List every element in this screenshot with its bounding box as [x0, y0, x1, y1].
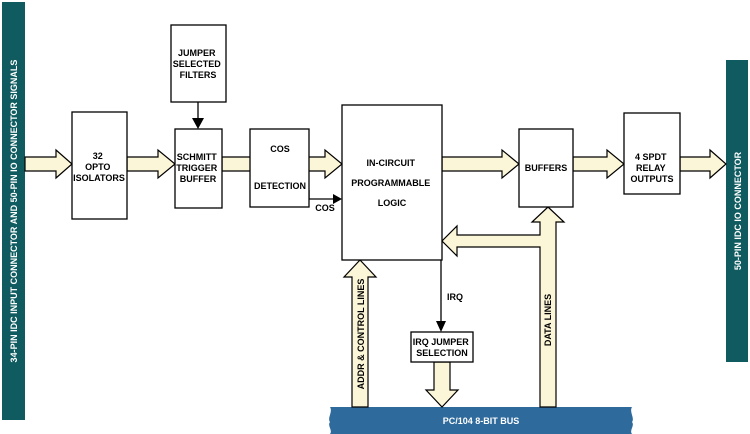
- pc104-bus-label: PC/104 8-BIT BUS: [443, 416, 520, 426]
- arrow-irq-to-bus: [424, 361, 460, 408]
- arrow-buffers-to-relay: [572, 148, 625, 180]
- right-connector-bar: [726, 60, 748, 362]
- svg-text:JUMPER SELECTED FILTER: JUMPER SELECTED FILTERS: [173, 48, 224, 80]
- data-lines-label: DATA LINES: [543, 294, 553, 346]
- relay-outputs-block: [623, 112, 681, 195]
- irq-jumper-line-1: IRQ JUMPER: [413, 337, 470, 347]
- arrowhead-cos-to-cpld: [333, 194, 342, 204]
- cpld-line-1: IN-CIRCUIT: [366, 158, 415, 168]
- schmitt-line-3: BUFFER: [180, 174, 217, 184]
- arrow-cpld-to-buffers: [441, 148, 520, 180]
- left-connector-label: 34-PIN IDC INPUT CONNECTOR AND 50-PIN IO…: [9, 60, 19, 363]
- buffers-block: [518, 128, 574, 208]
- cpld-block: [341, 104, 443, 261]
- pc104-bus-bar: [329, 407, 633, 434]
- filters-line-3: FILTERS: [180, 70, 217, 80]
- relay-line-3: OUTPUTS: [630, 174, 673, 184]
- irq-jumper-block: [410, 331, 474, 363]
- filters-line-2: SELECTED: [173, 59, 222, 69]
- relay-line-1: 4 SPDT: [635, 152, 667, 162]
- schmitt-trigger-block: [174, 128, 223, 209]
- arrowhead-filters-to-schmitt: [192, 118, 204, 129]
- cpld-line-3: LOGIC: [378, 198, 407, 208]
- arrowhead-irq: [436, 321, 446, 332]
- opto-line-2: OPTO: [85, 162, 110, 172]
- schmitt-line-1: SCHMITT: [177, 152, 217, 162]
- irq-jumper-line-2: SELECTION: [416, 348, 468, 358]
- jumper-filters-block: [170, 24, 227, 103]
- cos-detection-block: [249, 128, 310, 208]
- cos-output-label: COS: [315, 203, 335, 213]
- left-connector-bar: [2, 2, 25, 420]
- arrow-addr-control: [342, 259, 378, 408]
- filters-line-1: JUMPER: [178, 48, 216, 58]
- svg-text:4 SPDT RELAY OUTPUTS: 4 SPDT RELAY OUTPUTS: [630, 152, 673, 184]
- svg-text:IN-CIRCUIT PROGRAMMABLE: IN-CIRCUIT PROGRAMMABLE LOGIC: [351, 158, 433, 208]
- line-cos-to-cpld: [308, 190, 334, 200]
- irq-label: IRQ: [447, 292, 463, 302]
- arrow-connector-to-opto: [24, 148, 73, 180]
- schmitt-line-2: TRIGGER: [176, 163, 218, 173]
- svg-text:IRQ JUMPER SELECTION: IRQ JUMPER SELECTION: [413, 337, 472, 358]
- right-connector-label: 50-PIN IDC IO CONNECTOR: [733, 151, 743, 270]
- buffers-label: BUFFERS: [525, 163, 568, 173]
- svg-text:32 OPTO ISOLATORS: 32 OPTO ISOLATORS: [73, 151, 125, 183]
- cos-top-label: COS: [270, 144, 290, 154]
- opto-line-1: 32: [93, 151, 103, 161]
- cpld-line-2: PROGRAMMABLE: [351, 178, 430, 188]
- arrow-data-lines: [441, 206, 566, 408]
- addr-control-label: ADDR & CONTROL LINES: [356, 279, 366, 390]
- cos-detection-label: DETECTION: [254, 181, 306, 191]
- relay-line-2: RELAY: [636, 163, 666, 173]
- arrow-opto-to-schmitt: [126, 148, 176, 180]
- opto-line-3: ISOLATORS: [73, 173, 125, 183]
- arrow-relay-to-connector: [679, 148, 727, 180]
- opto-isolators-block: [71, 111, 128, 220]
- svg-text:SCHMITT TRIGGER BUFFER: SCHMITT TRIGGER BUFFER: [176, 152, 220, 184]
